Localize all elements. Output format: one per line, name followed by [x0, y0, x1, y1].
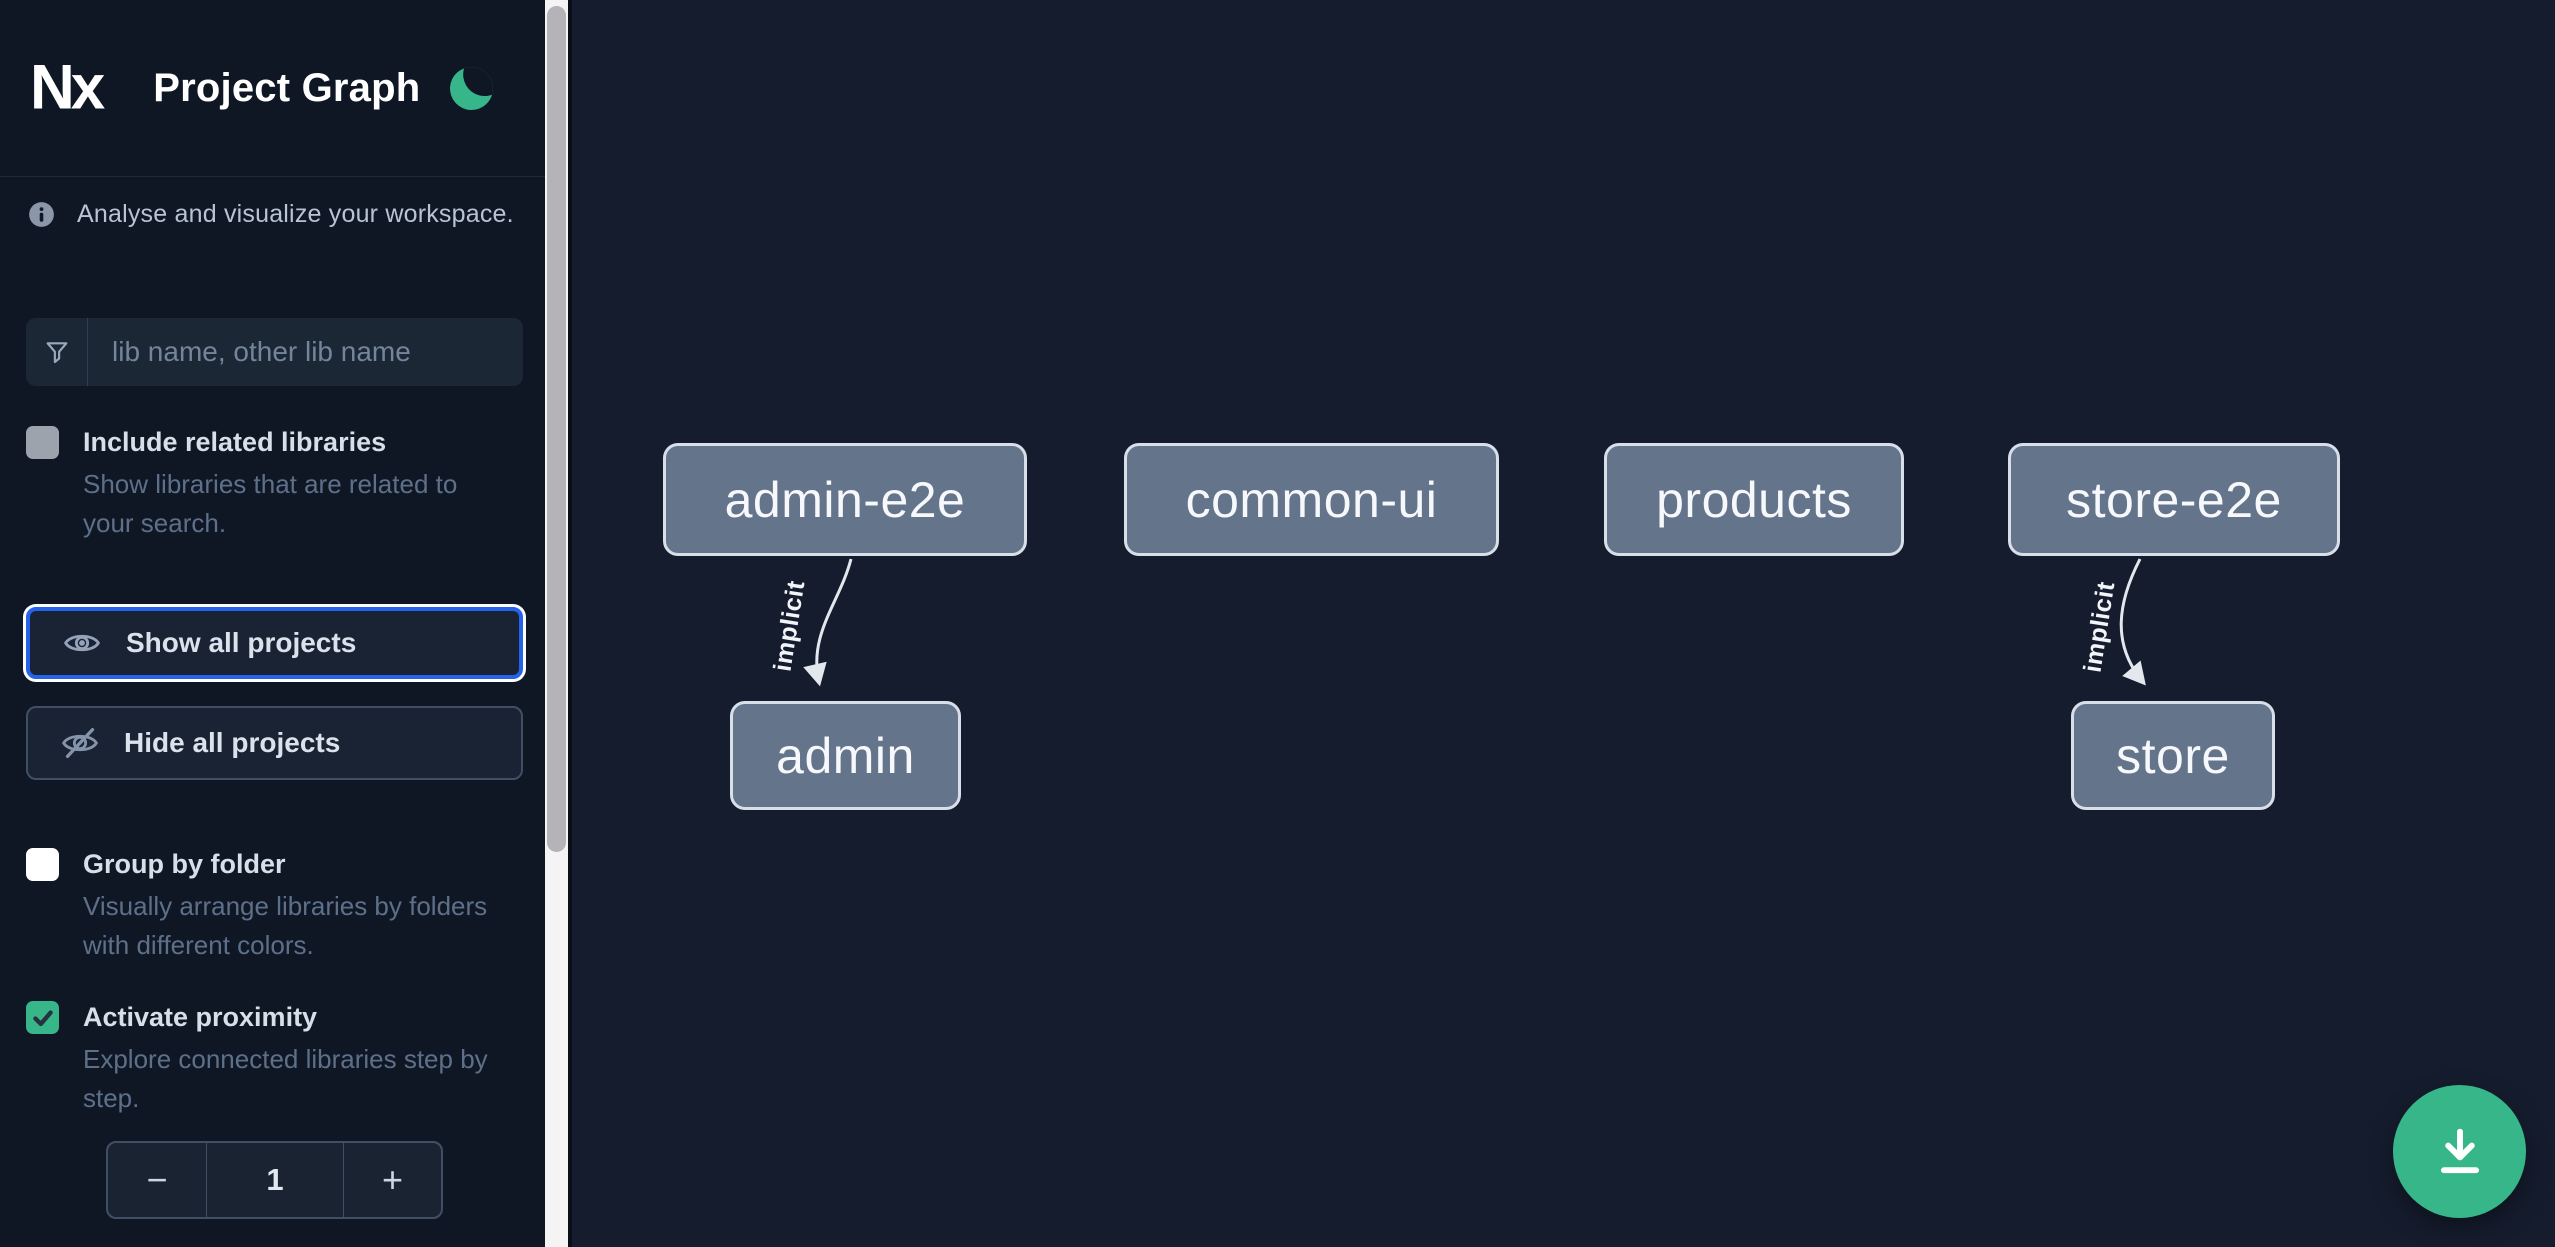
sidebar-scrollbar-track[interactable]: [545, 0, 568, 1247]
edge-label-implicit: implicit: [768, 578, 811, 674]
group-by-folder-description: Visually arrange libraries by folders wi…: [83, 891, 488, 960]
graph-node-products[interactable]: products: [1604, 443, 1904, 556]
activate-proximity-description: Explore connected libraries step by step…: [83, 1044, 488, 1113]
option-include-related: Include related libraries Show libraries…: [26, 424, 511, 543]
show-all-projects-button[interactable]: Show all projects: [26, 607, 523, 679]
graph-node-admin[interactable]: admin: [730, 701, 961, 810]
tagline-row: Analyse and visualize your workspace.: [28, 200, 528, 229]
info-icon: [29, 202, 54, 227]
group-by-folder-checkbox[interactable]: [26, 848, 59, 881]
include-related-label: Include related libraries: [83, 427, 387, 457]
nx-logo: Nx: [30, 52, 105, 123]
download-icon: [2440, 1128, 2479, 1173]
graph-node-store[interactable]: store: [2071, 701, 2275, 810]
edge-label-implicit: implicit: [2078, 579, 2121, 675]
decrement-button[interactable]: −: [108, 1143, 207, 1217]
activate-proximity-label: Activate proximity: [83, 1002, 318, 1032]
increment-button[interactable]: +: [343, 1143, 441, 1217]
tagline-text: Analyse and visualize your workspace.: [77, 200, 514, 228]
proximity-depth-stepper: − 1 +: [106, 1141, 443, 1219]
graph-node-admin-e2e[interactable]: admin-e2e: [663, 443, 1027, 556]
filter-input[interactable]: [88, 318, 523, 386]
page-title: Project Graph: [153, 65, 421, 110]
eye-off-icon: [62, 728, 98, 758]
activate-proximity-checkbox[interactable]: [26, 1001, 59, 1034]
check-icon: [32, 1009, 53, 1026]
eye-icon: [64, 634, 100, 652]
option-activate-proximity: Activate proximity Explore connected lib…: [26, 999, 511, 1118]
graph-node-store-e2e[interactable]: store-e2e: [2008, 443, 2340, 556]
sidebar: Nx Project Graph Analyse and visualize y…: [0, 0, 568, 1247]
edge-store-e2e-store: [2119, 558, 2146, 686]
option-group-by-folder: Group by folder Visually arrange librari…: [26, 846, 511, 965]
sidebar-scrollbar-thumb[interactable]: [547, 6, 566, 852]
stepper-value: 1: [266, 1162, 284, 1197]
edge-admin-e2e-admin: [803, 558, 853, 687]
download-graph-button[interactable]: [2393, 1085, 2526, 1218]
theme-toggle-moon-icon[interactable]: [447, 63, 497, 113]
sidebar-header: Nx Project Graph: [0, 0, 545, 177]
funnel-icon: [26, 318, 88, 386]
hide-all-projects-button[interactable]: Hide all projects: [26, 706, 523, 780]
group-by-folder-label: Group by folder: [83, 849, 286, 879]
include-related-description: Show libraries that are related to your …: [83, 469, 458, 538]
show-all-projects-label: Show all projects: [126, 627, 357, 658]
graph-node-common-ui[interactable]: common-ui: [1124, 443, 1499, 556]
graph-canvas[interactable]: admin-e2e common-ui products store-e2e a…: [568, 0, 2555, 1247]
hide-all-projects-label: Hide all projects: [124, 727, 341, 758]
filter-box: [26, 318, 523, 386]
graph-edges: [803, 558, 2146, 687]
include-related-checkbox[interactable]: [26, 426, 59, 459]
